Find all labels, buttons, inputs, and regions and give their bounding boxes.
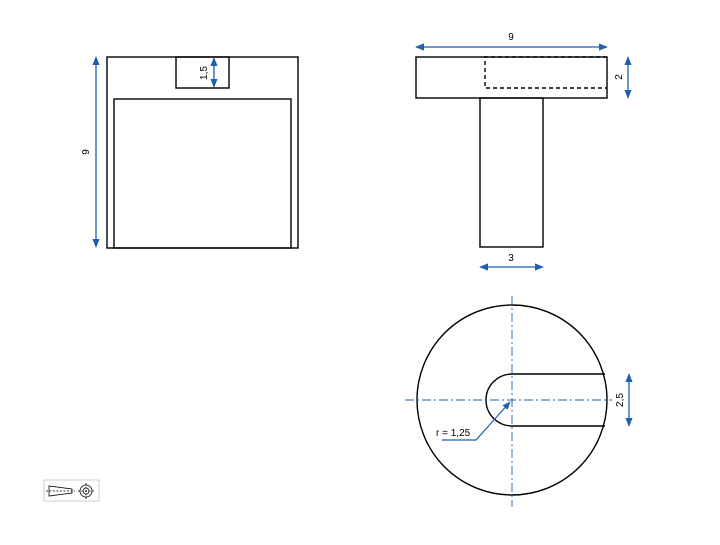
top-radius-leader — [442, 401, 511, 441]
side-stem-width-label: 3 — [508, 253, 514, 264]
side-view: 9 2 3 — [415, 32, 632, 271]
front-inner-block — [113, 98, 292, 249]
top-radius-label: r = 1,25 — [436, 428, 471, 439]
front-top-slot — [175, 56, 230, 89]
first-angle-projection-icon — [43, 479, 100, 502]
front-slot-depth-label: 1,5 — [199, 66, 210, 80]
side-width-label: 9 — [508, 32, 514, 43]
front-height-label: 9 — [81, 149, 92, 155]
front-outer-outline — [106, 56, 299, 249]
front-view: 1,5 9 — [81, 56, 299, 249]
top-slot-width-label: 2,5 — [615, 393, 626, 407]
side-flange-outline — [415, 56, 608, 99]
side-flange-thickness-label: 2 — [614, 74, 625, 80]
side-hidden-slot — [484, 56, 607, 89]
side-stem-outline — [479, 97, 544, 248]
top-view: 2,5 r = 1,25 — [405, 296, 633, 507]
